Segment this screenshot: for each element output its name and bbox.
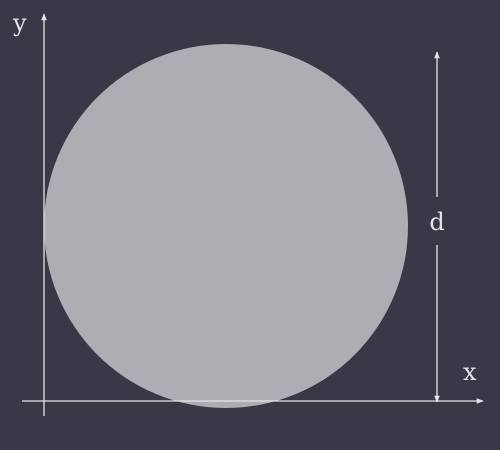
y-axis-label: y [12, 9, 27, 37]
x-axis-label: x [463, 358, 477, 386]
diameter-label: d [429, 208, 444, 236]
circle-shape [44, 44, 408, 408]
